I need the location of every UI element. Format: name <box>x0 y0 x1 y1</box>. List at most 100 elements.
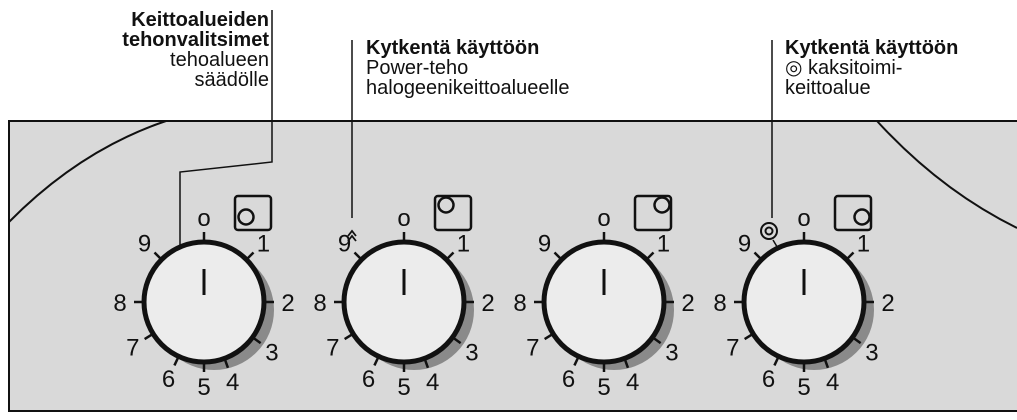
scale-tick <box>153 251 162 260</box>
leader-lines <box>179 10 773 258</box>
scale-label-7: 7 <box>526 335 539 362</box>
scale-label-2: 2 <box>281 290 294 317</box>
scale-tick <box>252 336 262 345</box>
zone-outline <box>233 194 273 232</box>
scale-label-3: 3 <box>465 339 478 366</box>
zone-outline <box>633 194 673 232</box>
callout-zone-selectors: Keittoalueiden tehonvalitsimet tehoaluee… <box>122 10 269 90</box>
scale-label-9: 9 <box>738 231 751 258</box>
callout-desc: tehoalueen <box>170 49 269 71</box>
scale-label-1: 1 <box>857 231 870 258</box>
dual-zone-tick <box>772 239 780 251</box>
scale-label-5: 5 <box>197 374 210 401</box>
scale-tick <box>423 358 430 369</box>
off-position-label: o <box>397 205 410 232</box>
scale-label-4: 4 <box>426 369 439 396</box>
scale-label-8: 8 <box>113 290 126 317</box>
scale-tick <box>223 358 230 369</box>
callout-desc: keittoalue <box>785 77 871 99</box>
scale-label-3: 3 <box>665 339 678 366</box>
zone-dot <box>853 208 871 226</box>
scale-label-3: 3 <box>865 339 878 366</box>
scale-label-9: 9 <box>138 231 151 258</box>
knob-face <box>141 239 267 365</box>
off-position-label: o <box>197 205 210 232</box>
dual-zone-icon <box>760 222 780 251</box>
scale-label-1: 1 <box>257 231 270 258</box>
scale-tick <box>753 251 762 260</box>
callout-title: Kytkentä käyttöön <box>366 37 540 59</box>
scale-tick <box>343 333 353 341</box>
scale-tick <box>846 251 855 260</box>
zone-top-right-icon <box>633 194 673 232</box>
scale-label-9: 9 <box>538 231 551 258</box>
scale-label-9: 9 <box>338 231 351 258</box>
callout-title: Keittoalueiden <box>131 9 269 31</box>
scale-label-7: 7 <box>726 335 739 362</box>
scale-label-4: 4 <box>226 369 239 396</box>
scale-label-7: 7 <box>326 335 339 362</box>
scale-label-8: 8 <box>713 290 726 317</box>
callout-power-boost: Kytkentä käyttöön Power-teho halogeenike… <box>366 38 570 98</box>
zone-bottom-right-icon <box>833 194 873 232</box>
chevron-up-icon <box>347 234 357 242</box>
callout-dual-zone: Kytkentä käyttöön ◎ kaksitoimi- keittoal… <box>785 38 958 98</box>
scale-label-2: 2 <box>681 290 694 317</box>
cooktop-edge-right <box>876 120 1017 229</box>
scale-tick <box>623 358 630 369</box>
scale-label-4: 4 <box>826 369 839 396</box>
scale-label-1: 1 <box>657 231 670 258</box>
scale-tick <box>452 336 462 345</box>
callout-desc: ◎ kaksitoimi- <box>785 57 903 79</box>
scale-label-5: 5 <box>797 374 810 401</box>
knob-face <box>341 239 467 365</box>
scale-tick <box>373 356 380 366</box>
scale-tick <box>652 336 662 345</box>
zone-outline <box>833 194 873 232</box>
scale-tick <box>823 358 830 369</box>
scale-label-6: 6 <box>162 366 175 393</box>
callout-title: tehonvalitsimet <box>122 29 269 51</box>
zone-dot <box>653 196 671 214</box>
zone-bottom-left-icon <box>233 194 273 232</box>
zone-outline <box>433 194 473 232</box>
power-boost-icon <box>347 229 357 242</box>
scale-label-6: 6 <box>562 366 575 393</box>
zone-dot <box>437 196 455 214</box>
scale-tick <box>773 356 780 366</box>
chevron-up-icon <box>347 229 357 237</box>
scale-tick <box>446 251 455 260</box>
scale-label-2: 2 <box>881 290 894 317</box>
scale-label-2: 2 <box>481 290 494 317</box>
scale-tick <box>173 356 180 366</box>
scale-label-5: 5 <box>397 374 410 401</box>
scale-tick <box>143 333 153 341</box>
knob-face <box>541 239 667 365</box>
scale-label-5: 5 <box>597 374 610 401</box>
callout-desc: säädölle <box>194 69 269 91</box>
scale-tick <box>246 251 255 260</box>
scale-label-4: 4 <box>626 369 639 396</box>
scale-tick <box>573 356 580 366</box>
callout-desc: Power-teho <box>366 57 469 79</box>
scale-tick <box>553 251 562 260</box>
scale-tick <box>646 251 655 260</box>
scale-tick <box>852 336 862 345</box>
scale-label-7: 7 <box>126 335 139 362</box>
scale-label-6: 6 <box>762 366 775 393</box>
scale-label-1: 1 <box>457 231 470 258</box>
scale-tick <box>543 333 553 341</box>
knob-face <box>741 239 867 365</box>
scale-label-8: 8 <box>313 290 326 317</box>
callout-title: Kytkentä käyttöön <box>785 37 959 59</box>
scale-tick <box>353 251 362 260</box>
inner-ring <box>764 226 774 236</box>
scale-label-8: 8 <box>513 290 526 317</box>
zone-top-left-icon <box>433 194 473 232</box>
scale-label-6: 6 <box>362 366 375 393</box>
